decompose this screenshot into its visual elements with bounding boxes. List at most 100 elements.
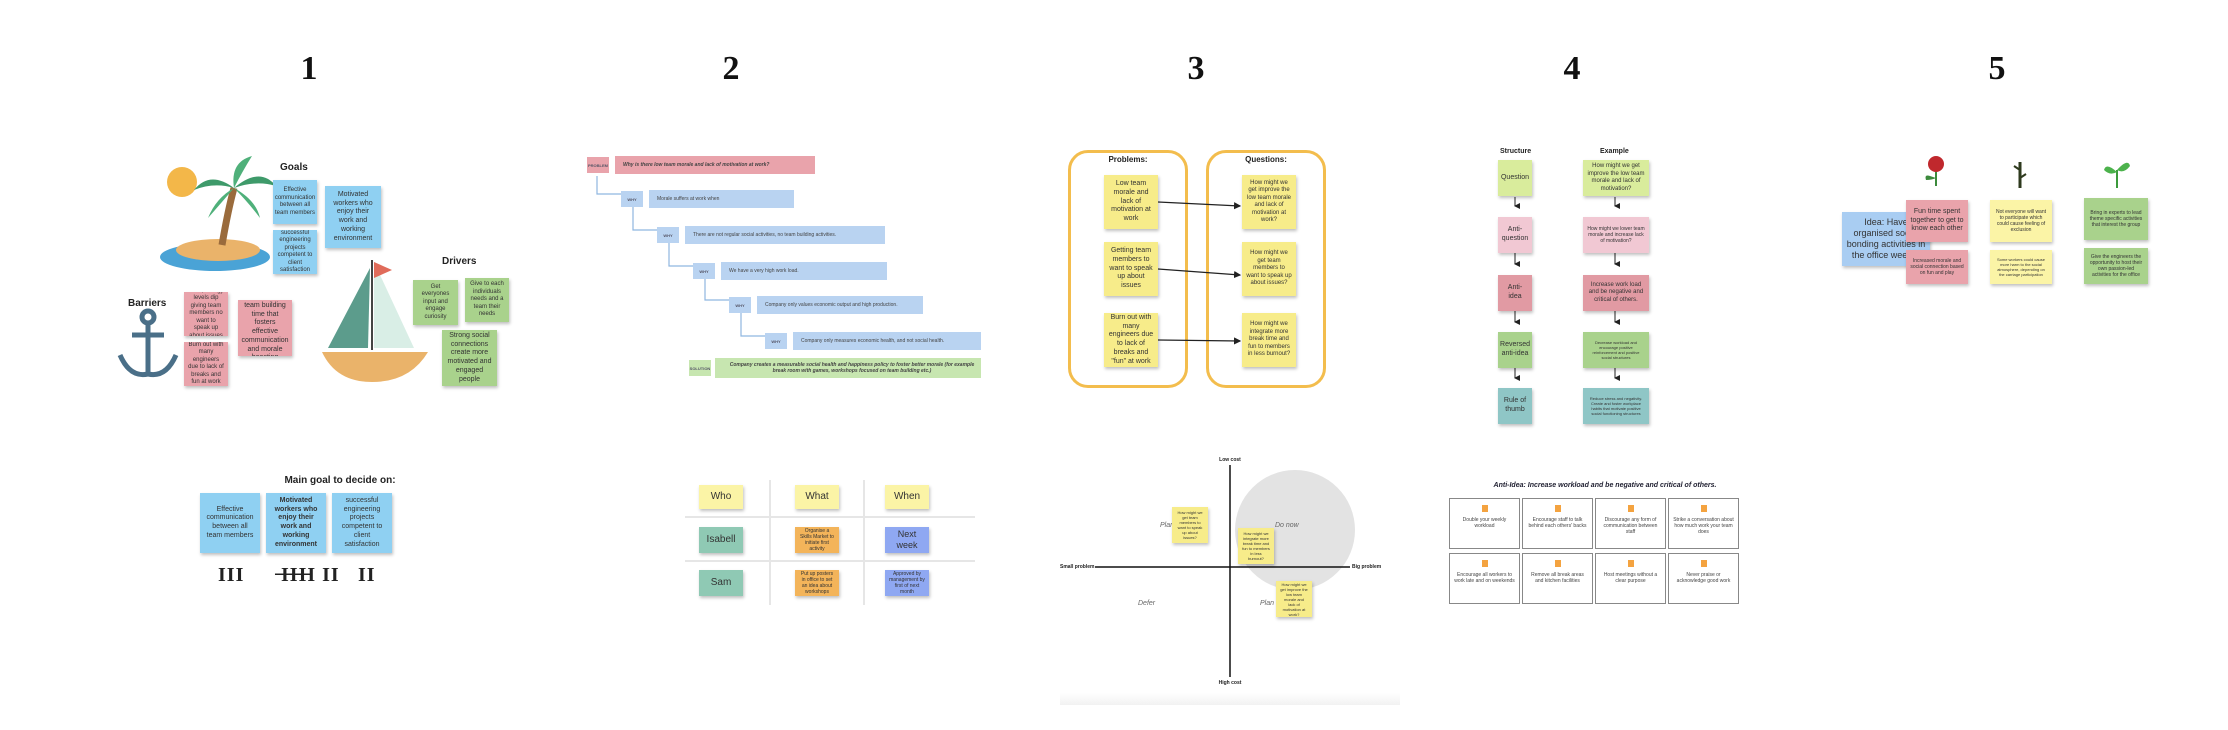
anti-idea-cell[interactable]: Strike a conversation about how much wor… [1668,498,1739,549]
main-goal-note[interactable]: Effective communication between all team… [200,493,260,553]
main-goal-note[interactable]: successful engineering projects competen… [332,493,392,553]
island-illustration [117,156,428,382]
quadrant-plan-right: Plan [1260,600,1275,607]
structure-note[interactable]: Anti-question [1498,217,1532,253]
barrier-note[interactable]: Not enough team building time that foste… [238,300,292,356]
problem-note[interactable]: Low team morale and lack of motivation a… [1104,175,1158,229]
grid-what-cell[interactable]: Organise a Skills Market to initiate fir… [795,527,839,553]
anti-idea-cell[interactable]: Discourage any form of communication bet… [1595,498,1666,549]
problems-label: Problems: [1108,155,1148,164]
structure-note[interactable]: Anti-idea [1498,275,1532,311]
step-number-4: 4 [1563,50,1581,87]
why-tag: WHY [621,191,643,207]
problem-note[interactable]: Getting team members to want to speak up… [1104,242,1158,296]
why-tag: WHY [729,297,751,313]
goal-note[interactable]: Effective communication between all team… [273,180,317,224]
thorn-note[interactable]: Some workers could cause more harm to th… [1990,250,2052,284]
structure-note[interactable]: Question [1498,160,1532,196]
rose-note[interactable]: Fun time spent together to get to know e… [1906,200,1968,242]
rose-note[interactable]: Increased morale and social connection b… [1906,250,1968,284]
matrix-note[interactable]: How might we integrate more break time a… [1238,528,1274,564]
barrier-note[interactable]: Tired, energy levels dip giving team mem… [184,292,228,336]
drivers-label: Drivers [442,256,477,267]
thorn-note[interactable]: Not everyone will want to participate wh… [1990,200,2052,242]
question-note[interactable]: How might we integrate more break time a… [1242,313,1296,367]
structure-note[interactable]: Rule of thumb [1498,388,1532,424]
example-note[interactable]: How might we get improve the low team mo… [1583,160,1649,196]
matrix-note[interactable]: How might we get team members to want to… [1172,507,1208,543]
grid-what-cell[interactable]: Put up posters in office to set an idea … [795,570,839,596]
solution-statement[interactable]: Company creates a measurable social heal… [715,358,981,378]
structure-note[interactable]: Reversed anti-idea [1498,332,1532,368]
quadrant-plan-left: Plan [1160,522,1175,529]
anti-idea-cell[interactable]: Remove all break areas and kitchen facil… [1522,553,1593,604]
question-note[interactable]: How might we get team members to want to… [1242,242,1296,296]
why-tag: WHY [657,227,679,243]
why-connectors [596,176,765,337]
example-note[interactable]: Decrease workload and encourage positive… [1583,332,1649,368]
structure-label: Structure [1500,148,1532,155]
sun-icon [167,167,197,197]
step-number-5: 5 [1988,50,2006,87]
example-note[interactable]: How might we lower team morale and incre… [1583,217,1649,253]
anchor-icon [117,308,179,378]
axis-low-cost: Low cost [1219,457,1241,463]
why-answer[interactable]: There are not regular social activities,… [685,226,885,244]
grid-when-cell[interactable]: Next week [885,527,929,553]
anti-idea-title: Anti-Idea: Increase workload and be nega… [1493,482,1717,489]
axis-big-problem: Big problem [1352,564,1382,570]
bud-note[interactable]: Give the engineers the opportunity to ho… [2084,248,2148,284]
goals-label: Goals [280,162,308,173]
problem-tag: PROBLEM [587,157,609,173]
main-goal-note[interactable]: Motivated workers who enjoy their work a… [266,493,326,553]
problem-note[interactable]: Burn out with many engineers due to lack… [1104,313,1158,367]
main-goal-title: Main goal to decide on: [284,475,396,486]
why-answer[interactable]: Morale suffers at work when [649,190,794,208]
vote-tally: III [218,564,245,586]
anti-idea-cell[interactable]: Encourage staff to talk behind each othe… [1522,498,1593,549]
panel-3: Problems: Questions: Low team morale and… [1060,145,1400,705]
anti-idea-grid: Double your weekly workload Encourage st… [1449,498,1739,606]
why-answer[interactable]: We have a very high work load. [721,262,887,280]
question-note[interactable]: How might we get improve the low team mo… [1242,175,1296,229]
grid-when-cell[interactable]: Approved by management by first of next … [885,570,929,596]
driver-note[interactable]: Get everyones input and engage curiosity [413,280,458,325]
grid-who-cell[interactable]: Sam [699,570,743,596]
step-number-2: 2 [722,50,740,87]
why-tag: WHY [765,333,787,349]
quadrant-do-now: Do now [1275,522,1299,529]
bud-icon [2104,162,2130,188]
goal-note[interactable]: Motivated workers who enjoy their work a… [325,186,381,248]
why-answer[interactable]: Company only measures economic health, a… [793,332,981,350]
example-note[interactable]: Reduce stress and negativity. Create and… [1583,388,1649,424]
problem-question-arrows [1157,201,1242,345]
panel-5: Idea: Have organised social bonding acti… [1820,150,2160,310]
thorn-icon [2013,162,2027,188]
anti-idea-cell[interactable]: Encourage all workers to work late and o… [1449,553,1520,604]
matrix-note[interactable]: How might we get improve the low team mo… [1276,581,1312,617]
anti-idea-cell[interactable]: Double your weekly workload [1449,498,1520,549]
example-note[interactable]: Increase work load and be negative and c… [1583,275,1649,311]
axis-high-cost: High cost [1218,680,1242,686]
grid-header-when: When [885,485,929,509]
questions-frame [1206,150,1326,388]
rose-thorn-bud-icons [1925,156,2130,188]
grid-who-cell[interactable]: Isabell [699,527,743,553]
anti-idea-cell[interactable]: Host meetings without a clear purpose [1595,553,1666,604]
example-label: Example [1600,148,1629,155]
bud-note[interactable]: Bring in experts to lead theme specific … [2084,198,2148,240]
driver-note[interactable]: Give to each individuals needs and a tea… [465,278,509,322]
panel-1: Goals Drivers Barriers Effective communi… [110,150,530,600]
panel-2: PROBLEM Why is there low team morale and… [585,150,985,610]
anti-idea-cell[interactable]: Never praise or acknowledge good work [1668,553,1739,604]
panel-4: Structure Example Question Anti-question… [1440,140,1770,620]
vote-tally: ̶I̶I̶I̶I II [280,564,340,586]
step-number-1: 1 [300,50,318,87]
problem-statement[interactable]: Why is there low team morale and lack of… [615,156,815,174]
sailboat-icon [322,260,428,382]
questions-label: Questions: [1245,155,1287,164]
why-answer[interactable]: Company only values economic output and … [757,296,923,314]
driver-note[interactable]: Strong social connections create more mo… [442,330,497,386]
barrier-note[interactable]: Burn out with many engineers due to lack… [184,342,228,386]
goal-note[interactable]: successful engineering projects competen… [273,230,317,274]
